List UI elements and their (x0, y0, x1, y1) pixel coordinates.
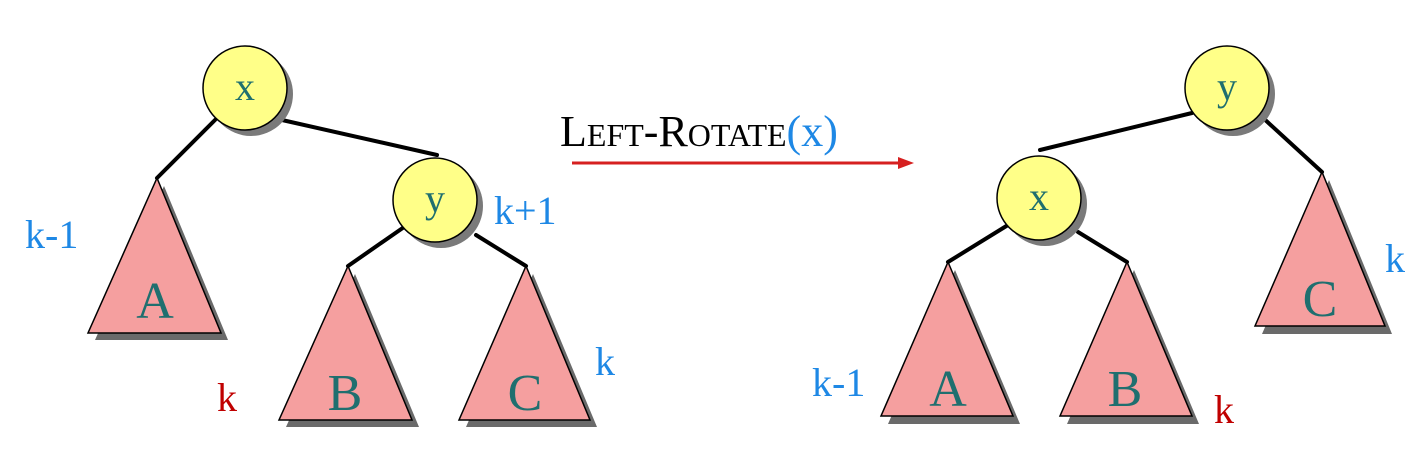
node-y-after-label: y (1217, 64, 1237, 109)
edge-y-to-c (474, 233, 528, 268)
node-y: y (392, 157, 483, 248)
subtree-a-after-label: A (929, 361, 967, 418)
subtree-b: B (277, 264, 419, 427)
height-c-label: k (595, 339, 615, 384)
subtree-c-after-label: C (1303, 271, 1338, 328)
operation-title: LEFT-ROTATE(x) (560, 107, 838, 156)
edge-x-to-a (155, 118, 217, 180)
tree-before: A B C x y k-1 k k k+1 (25, 45, 615, 427)
height-c-after-label: k (1385, 236, 1405, 281)
subtree-c-after: C (1253, 170, 1392, 334)
subtree-b-after-label: B (1108, 361, 1143, 418)
edge-x-to-y (280, 118, 439, 157)
arrow-right-icon (572, 157, 914, 169)
node-y-label: y (425, 176, 445, 221)
operation-label: LEFT-ROTATE(x) (560, 107, 838, 156)
node-x-label: x (235, 64, 255, 109)
subtree-c-label: C (508, 365, 543, 422)
node-x: x (202, 45, 293, 136)
tree-after: C A B y x k-1 k k (812, 45, 1405, 432)
subtree-a: A (86, 176, 228, 340)
height-a-label: k-1 (25, 212, 78, 257)
edge-y-to-c (1260, 115, 1324, 174)
height-y-label: k+1 (494, 188, 557, 233)
subtree-c: C (457, 264, 597, 427)
edge-x-to-b (1076, 230, 1129, 264)
edge-y-to-b (346, 223, 409, 268)
edge-y-to-x (1038, 111, 1194, 152)
subtree-a-after: A (879, 260, 1020, 424)
node-y-after: y (1184, 45, 1275, 136)
height-b-after-label: k (1214, 387, 1234, 432)
node-x-after: x (996, 155, 1087, 246)
height-a-after-label: k-1 (812, 360, 865, 405)
subtree-a-label: A (136, 273, 174, 330)
height-b-label: k (217, 375, 237, 420)
subtree-b-label: B (328, 365, 363, 422)
edge-x-to-a (946, 223, 1010, 264)
node-x-after-label: x (1029, 174, 1049, 219)
subtree-b-after: B (1058, 260, 1199, 424)
